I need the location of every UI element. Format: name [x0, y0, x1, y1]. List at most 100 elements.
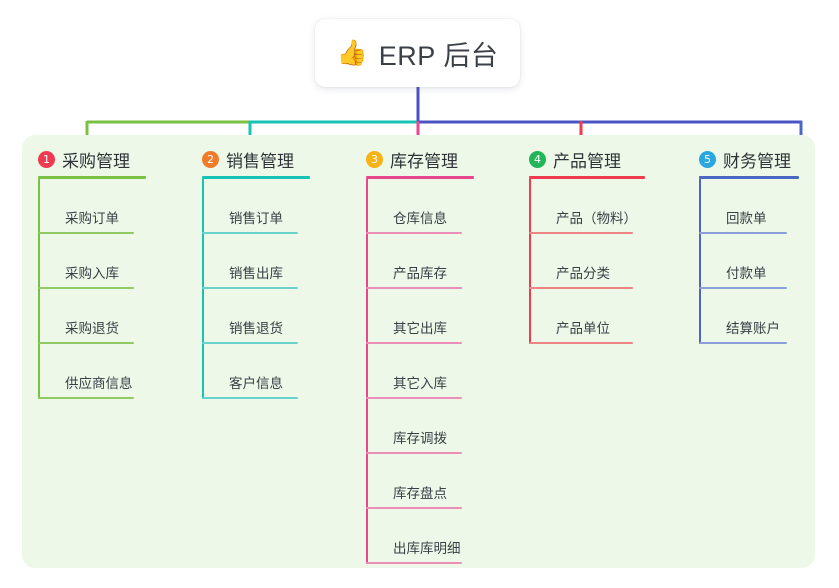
list-item-label: 仓库信息: [393, 211, 447, 226]
list-item[interactable]: 产品（物料）: [529, 179, 647, 234]
list-item[interactable]: 产品库存: [366, 234, 478, 289]
column-header-rule-5: [699, 176, 799, 179]
column-header-rule-4: [529, 176, 645, 179]
column-header-rule-2: [202, 176, 310, 179]
list-item-label: 销售退货: [229, 321, 283, 336]
list-item[interactable]: 销售订单: [202, 179, 314, 234]
list-item-label: 库存盘点: [393, 486, 447, 501]
list-item[interactable]: 仓库信息: [366, 179, 478, 234]
list-item-rule: [366, 562, 462, 564]
column-title-4: 产品管理: [553, 151, 621, 171]
list-item-rule: [699, 287, 787, 289]
list-item-rule: [202, 397, 298, 399]
column-header-5[interactable]: 5 财务管理: [699, 146, 803, 172]
column-3: 3 库存管理仓库信息产品库存其它出库其它入库库存调拨库存盘点出库库明细: [366, 146, 478, 564]
list-item-label: 供应商信息: [65, 376, 133, 391]
list-item-rule: [529, 232, 633, 234]
column-items-5: 回款单付款单结算账户: [699, 179, 803, 344]
list-item-label: 销售出库: [229, 266, 283, 281]
list-item-label: 出库库明细: [393, 541, 461, 556]
column-items-4: 产品（物料） 产品分类产品单位: [529, 179, 647, 344]
column-items-1: 采购订单采购入库采购退货供应商信息: [38, 179, 150, 399]
column-4: 4 产品管理产品（物料） 产品分类产品单位: [529, 146, 647, 344]
list-item[interactable]: 客户信息: [202, 344, 314, 399]
list-item-rule: [38, 342, 134, 344]
root-title: ERP 后台: [378, 40, 499, 71]
list-item[interactable]: 库存盘点: [366, 454, 478, 509]
column-spine-3: [366, 179, 368, 564]
list-item[interactable]: 供应商信息: [38, 344, 150, 399]
column-spine-4: [529, 179, 531, 344]
column-header-2[interactable]: 2 销售管理: [202, 146, 314, 172]
list-item-rule: [699, 342, 787, 344]
column-spine-5: [699, 179, 701, 344]
list-item[interactable]: 采购订单: [38, 179, 150, 234]
list-item-rule: [202, 287, 298, 289]
list-item[interactable]: 其它入库: [366, 344, 478, 399]
thumbs-up-icon: 👍: [336, 38, 368, 67]
list-item-rule: [38, 397, 134, 399]
column-badge-2: 2: [202, 150, 219, 168]
list-item-rule: [38, 287, 134, 289]
column-header-1[interactable]: 1 采购管理: [38, 146, 150, 172]
list-item-label: 产品单位: [556, 321, 610, 336]
list-item[interactable]: 库存调拨: [366, 399, 478, 454]
list-item[interactable]: 付款单: [699, 234, 803, 289]
list-item-rule: [366, 452, 462, 454]
column-header-4[interactable]: 4 产品管理: [529, 146, 647, 172]
column-header-3[interactable]: 3 库存管理: [366, 146, 478, 172]
column-spine-1: [38, 179, 40, 399]
column-items-2: 销售订单销售出库销售退货客户信息: [202, 179, 314, 399]
list-item[interactable]: 其它出库: [366, 289, 478, 344]
list-item[interactable]: 采购退货: [38, 289, 150, 344]
list-item-rule: [38, 232, 134, 234]
list-item-label: 付款单: [726, 266, 767, 281]
column-title-1: 采购管理: [62, 151, 130, 171]
list-item[interactable]: 出库库明细: [366, 509, 478, 564]
list-item[interactable]: 销售退货: [202, 289, 314, 344]
list-item-label: 其它入库: [393, 376, 447, 391]
column-header-rule-3: [366, 176, 474, 179]
list-item[interactable]: 产品分类: [529, 234, 647, 289]
column-title-3: 库存管理: [390, 151, 458, 171]
list-item-label: 产品分类: [556, 266, 610, 281]
column-title-5: 财务管理: [723, 151, 791, 171]
list-item-label: 产品库存: [393, 266, 447, 281]
column-1: 1 采购管理采购订单采购入库采购退货供应商信息: [38, 146, 150, 399]
diagram-panel: [22, 135, 815, 568]
list-item-rule: [202, 232, 298, 234]
list-item-rule: [366, 287, 462, 289]
column-header-rule-1: [38, 176, 146, 179]
list-item-label: 销售订单: [229, 211, 283, 226]
list-item[interactable]: 产品单位: [529, 289, 647, 344]
column-items-3: 仓库信息产品库存其它出库其它入库库存调拨库存盘点出库库明细: [366, 179, 478, 564]
list-item-rule: [366, 232, 462, 234]
list-item-label: 结算账户: [726, 321, 780, 336]
column-badge-5: 5: [699, 150, 716, 168]
root-node[interactable]: 👍 ERP 后台: [315, 19, 520, 87]
list-item-label: 采购订单: [65, 211, 119, 226]
list-item-rule: [366, 397, 462, 399]
list-item-rule: [699, 232, 787, 234]
list-item-rule: [529, 342, 633, 344]
list-item-label: 产品（物料）: [556, 211, 637, 226]
list-item-rule: [366, 507, 462, 509]
list-item-rule: [202, 342, 298, 344]
list-item[interactable]: 销售出库: [202, 234, 314, 289]
list-item[interactable]: 采购入库: [38, 234, 150, 289]
list-item-label: 其它出库: [393, 321, 447, 336]
column-badge-1: 1: [38, 150, 55, 168]
list-item-label: 客户信息: [229, 376, 283, 391]
list-item[interactable]: 回款单: [699, 179, 803, 234]
column-badge-3: 3: [366, 150, 383, 168]
list-item[interactable]: 结算账户: [699, 289, 803, 344]
list-item-label: 回款单: [726, 211, 767, 226]
list-item-label: 库存调拨: [393, 431, 447, 446]
list-item-rule: [366, 342, 462, 344]
column-title-2: 销售管理: [226, 151, 294, 171]
column-badge-4: 4: [529, 150, 546, 168]
column-5: 5 财务管理回款单付款单结算账户: [699, 146, 803, 344]
list-item-rule: [529, 287, 633, 289]
list-item-label: 采购退货: [65, 321, 119, 336]
